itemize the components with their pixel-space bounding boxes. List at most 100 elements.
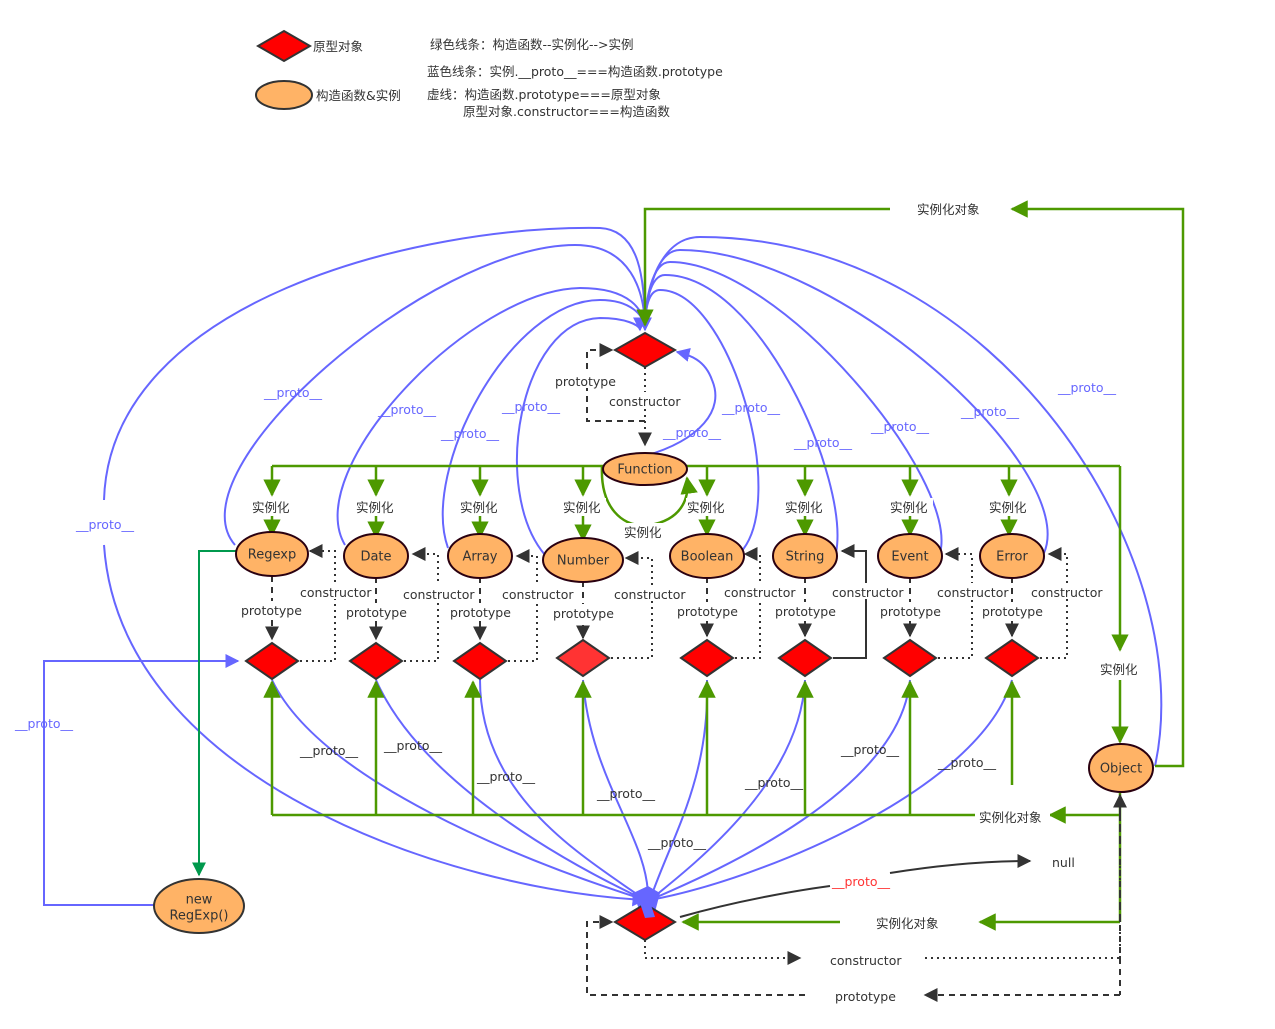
instantiate-object-label: 实例化对象	[876, 916, 939, 931]
date-node	[343, 533, 409, 579]
proto-edge	[223, 243, 646, 546]
object-node-label: Object	[1100, 762, 1142, 777]
proto-label: __proto__	[647, 835, 707, 850]
legend-node-label: 构造函数&实例	[316, 88, 401, 103]
new-regexp-proto-edge	[43, 654, 240, 906]
instantiate-label: 实例化	[624, 525, 662, 540]
proto-edge	[336, 286, 646, 546]
legend-green-line: 绿色线条：构造函数--实例化-->实例	[430, 37, 634, 52]
proto-label: __proto__	[744, 775, 804, 790]
proto-edge	[644, 235, 1163, 767]
constructor-label: constructor	[832, 585, 904, 600]
constructor-node-label: Number	[557, 554, 610, 569]
prototype-label: prototype	[677, 604, 738, 619]
proto-curves-to-function-prototype	[103, 226, 1163, 767]
prototype-objects	[244, 331, 1040, 942]
boolean-node	[669, 533, 745, 579]
proto-arrowhead-cluster	[633, 886, 660, 912]
legend-node-ellipse	[255, 80, 313, 110]
nodes	[153, 452, 1154, 934]
string-node	[772, 533, 838, 579]
constructor-label: constructor	[609, 394, 681, 409]
boolean-prototype-diamond	[679, 638, 735, 678]
constructor-label: constructor	[300, 585, 372, 600]
instantiate-label: 实例化	[785, 500, 823, 515]
proto-edge	[516, 316, 647, 556]
prototype-label: prototype	[450, 605, 511, 620]
object-node	[1088, 743, 1154, 793]
proto-label: __proto__	[937, 755, 997, 770]
proto-edge	[649, 679, 806, 901]
legend: 原型对象 构造函数&实例 绿色线条：构造函数--实例化-->实例 蓝色线条：实例…	[255, 29, 723, 119]
regexp-instantiation-edge	[192, 550, 237, 877]
proto-edge	[644, 348, 717, 457]
instantiate-label: 实例化	[252, 500, 290, 515]
proto-label: __proto__	[840, 742, 900, 757]
constructor-node-label: Array	[462, 550, 497, 565]
function-node	[602, 452, 688, 486]
constructor-node-label: Error	[996, 550, 1028, 565]
constructor-links	[300, 367, 1121, 965]
constructor-node-label: Event	[891, 550, 928, 565]
proto-label: __proto__	[476, 769, 536, 784]
proto-edge	[479, 679, 646, 901]
object-prototype-proto-to-null	[679, 885, 831, 918]
instantiate-object-label: 实例化对象	[979, 810, 1042, 825]
constructor-label: constructor	[614, 587, 686, 602]
new-regexp-label-line1: new	[186, 893, 213, 908]
instantiate-label: 实例化	[687, 500, 725, 515]
prototype-label: prototype	[346, 605, 407, 620]
node-labels: Function Regexp Date Array Number Boolea…	[169, 463, 1142, 924]
proto-arrowhead-cluster-overlay	[640, 902, 655, 918]
instantiate-label: 实例化	[563, 500, 601, 515]
proto-edge	[103, 226, 652, 501]
proto-curves-to-object-prototype	[103, 544, 1013, 912]
instantiate-label: 实例化	[356, 500, 394, 515]
event-prototype-diamond	[882, 638, 938, 678]
number-prototype-diamond	[555, 638, 611, 678]
proto-label: __proto__	[299, 743, 359, 758]
prototype-label: prototype	[241, 603, 302, 618]
legend-dashed-line-1: 虚线：构造函数.prototype===原型对象	[427, 87, 661, 102]
array-prototype-diamond	[452, 641, 508, 681]
array-node	[447, 533, 513, 579]
prototype-label: prototype	[553, 606, 614, 621]
constructor-node-label: Date	[360, 550, 391, 565]
constructor-label: constructor	[1031, 585, 1103, 600]
new-regexp-node	[153, 878, 245, 934]
new-regexp-label-line2: RegExp()	[169, 909, 228, 924]
legend-prototype-diamond	[255, 29, 313, 63]
string-constructor-edge	[833, 544, 867, 659]
constructor-node-label: Regexp	[248, 548, 296, 563]
proto-label: __proto__	[662, 425, 722, 440]
proto-label: __proto__	[377, 402, 437, 417]
constructor-label: constructor	[937, 585, 1009, 600]
instantiate-label: 实例化	[1100, 662, 1138, 677]
proto-edge	[649, 679, 911, 901]
regexp-prototype-diamond	[244, 641, 300, 681]
constructor-node-label: String	[786, 550, 825, 565]
proto-label: __proto__	[75, 517, 135, 532]
proto-label: __proto__	[960, 404, 1020, 419]
constructor-label: constructor	[403, 587, 475, 602]
proto-label: __proto__	[263, 385, 323, 400]
constructor-node-label: Boolean	[681, 550, 734, 565]
proto-edge	[644, 288, 760, 554]
proto-label: __proto__	[440, 426, 500, 441]
string-prototype-diamond	[777, 638, 833, 678]
instantiate-object-label: 实例化对象	[917, 202, 980, 217]
prototype-label: prototype	[775, 604, 836, 619]
prototype-label: prototype	[835, 989, 896, 1004]
proto-label: __proto__	[870, 419, 930, 434]
proto-label: __proto__	[721, 400, 781, 415]
legend-prototype-label: 原型对象	[313, 39, 363, 54]
number-node	[542, 537, 624, 583]
proto-label: __proto__	[383, 738, 443, 753]
error-node	[979, 533, 1045, 579]
instantiate-label: 实例化	[460, 500, 498, 515]
legend-blue-line: 蓝色线条：实例.__proto__===构造函数.prototype	[427, 64, 723, 79]
proto-edge	[582, 679, 650, 901]
proto-label: __proto__	[596, 786, 656, 801]
object-instantiation-bus	[263, 200, 1185, 931]
